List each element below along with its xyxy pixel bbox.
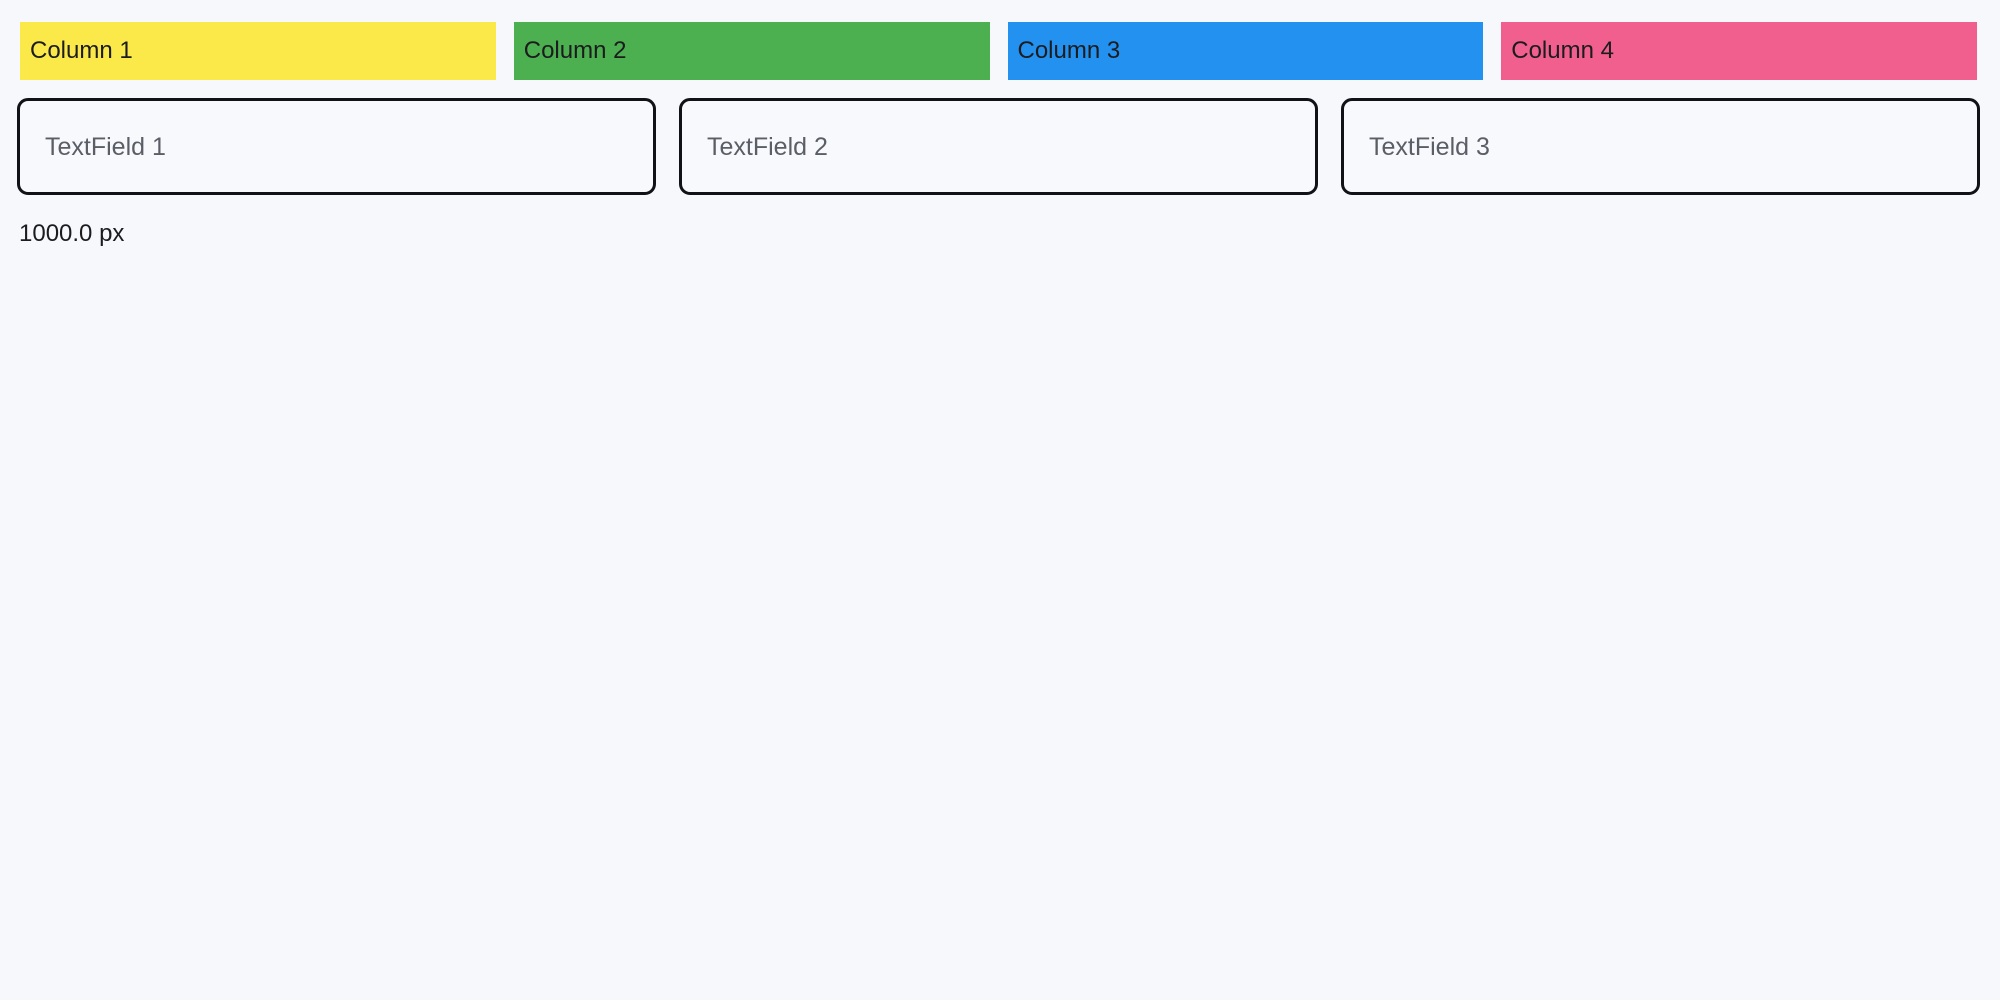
measurement-label: 1000.0 px <box>19 220 125 247</box>
textfield-3-placeholder: TextField 3 <box>1369 132 1490 161</box>
textfield-2[interactable]: TextField 2 <box>679 98 1318 195</box>
empty-canvas-area <box>0 260 2000 1000</box>
textfield-2-placeholder: TextField 2 <box>707 132 828 161</box>
column-bar-4[interactable]: Column 4 <box>1501 22 1977 80</box>
column-bar-2[interactable]: Column 2 <box>513 22 990 80</box>
textfield-1[interactable]: TextField 1 <box>17 98 656 195</box>
column-bar-2-label: Column 2 <box>523 37 627 64</box>
textfield-3[interactable]: TextField 3 <box>1341 98 1980 195</box>
column-bar-3-label: Column 3 <box>1017 37 1121 64</box>
column-bar-row: Column 1 Column 2 Column 3 Column 4 <box>20 22 1977 80</box>
textfield-row: TextField 1 TextField 2 TextField 3 <box>17 98 1980 195</box>
column-bar-4-label: Column 4 <box>1511 37 1614 64</box>
column-bar-1-label: Column 1 <box>30 37 133 64</box>
column-bar-1[interactable]: Column 1 <box>20 22 496 80</box>
column-bar-3[interactable]: Column 3 <box>1007 22 1484 80</box>
textfield-1-placeholder: TextField 1 <box>45 132 166 161</box>
